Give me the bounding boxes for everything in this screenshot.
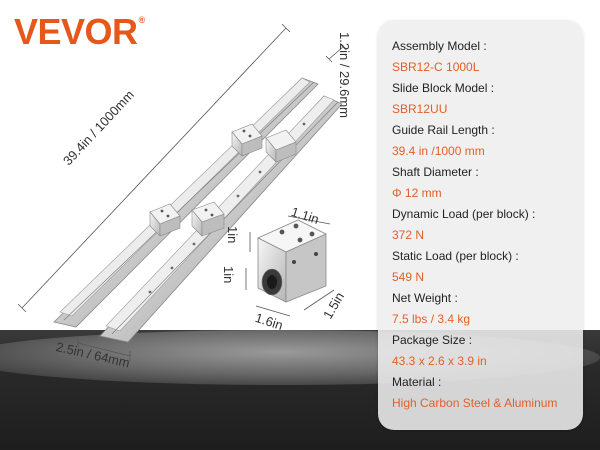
rail-height-dimension-line [325, 43, 347, 63]
slide-block-detail [257, 219, 327, 303]
rail-length-dimension-line [17, 23, 291, 313]
block-side-label-b: 1in [221, 266, 236, 284]
slide-block-lower-right [191, 201, 225, 237]
spec-static-load: Static Load (per block) : 549 N [392, 246, 582, 288]
brand-logo: VEVOR® [14, 14, 145, 50]
spec-material: Material : High Carbon Steel & Aluminum [392, 372, 582, 414]
slide-block-lower-left [149, 203, 181, 237]
spec-value: 7.5 lbs / 3.4 kg [392, 312, 471, 326]
spec-value: SBR12UU [392, 102, 448, 116]
spec-package-size: Package Size : 43.3 x 2.6 x 3.9 in [392, 330, 582, 372]
spec-label: Package Size : [392, 333, 473, 347]
spec-dynamic-load: Dynamic Load (per block) : 372 N [392, 204, 582, 246]
brand-logo-text: VEVOR [14, 11, 138, 52]
rail-height-label: 1.2in / 29.6mm [337, 32, 352, 118]
block-side-label-a: 1in [225, 226, 240, 244]
spec-shaft-diameter: Shaft Diameter : Φ 12 mm [392, 162, 582, 204]
spec-value: SBR12-C 1000L [392, 60, 480, 74]
spec-value: Φ 12 mm [392, 186, 442, 200]
spec-value: High Carbon Steel & Aluminum [392, 396, 558, 410]
spec-assembly-model: Assembly Model : SBR12-C 1000L [392, 36, 582, 78]
spec-guide-rail-length: Guide Rail Length : 39.4 in /1000 mm [392, 120, 582, 162]
spec-value: 372 N [392, 228, 425, 242]
spec-value: 549 N [392, 270, 425, 284]
block-dimension-lines [245, 215, 335, 317]
specifications-panel [378, 20, 583, 430]
slide-block-upper-left [231, 123, 263, 157]
specifications-list: Assembly Model : SBR12-C 1000L Slide Blo… [392, 36, 582, 414]
spec-label: Dynamic Load (per block) : [392, 207, 536, 221]
spec-value: 43.3 x 2.6 x 3.9 in [392, 354, 487, 368]
rail-width-dimension-line [77, 338, 131, 361]
spec-label: Net Weight : [392, 291, 458, 305]
spec-net-weight: Net Weight : 7.5 lbs / 3.4 kg [392, 288, 582, 330]
spec-label: Shaft Diameter : [392, 165, 479, 179]
spec-slide-block-model: Slide Block Model : SBR12UU [392, 78, 582, 120]
spec-label: Slide Block Model : [392, 81, 495, 95]
slide-block-upper-right [265, 129, 297, 163]
spec-label: Material : [392, 375, 442, 389]
registered-mark: ® [138, 15, 146, 25]
spec-label: Guide Rail Length : [392, 123, 495, 137]
spec-value: 39.4 in /1000 mm [392, 144, 485, 158]
spec-label: Static Load (per block) : [392, 249, 519, 263]
spec-label: Assembly Model : [392, 39, 487, 53]
